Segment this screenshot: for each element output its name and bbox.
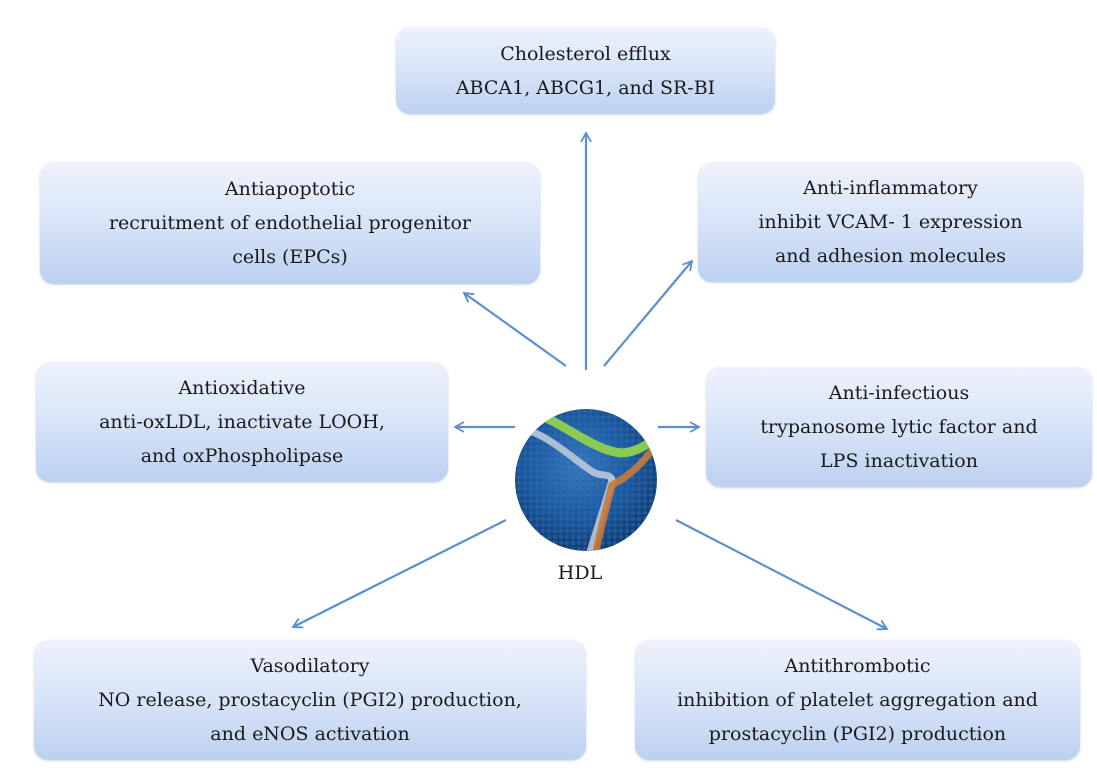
arrow-to-antithrombotic — [675, 519, 889, 631]
arrow-to-anti-inflammatory — [603, 259, 694, 367]
antioxidative-title: Antioxidative — [178, 377, 306, 399]
anti-infectious-box: Anti-infectious trypanosome lytic factor… — [706, 367, 1092, 487]
cholesterol-efflux-box: Cholesterol efflux ABCA1, ABCG1, and SR-… — [396, 27, 775, 114]
antiapoptotic-detail-line-2: cells (EPCs) — [232, 246, 348, 268]
antiapoptotic-box: Antiapoptotic recruitment of endothelial… — [40, 162, 540, 284]
anti-inflammatory-detail-line-2: and adhesion molecules — [774, 245, 1006, 267]
antioxidative-detail-line-2: and oxPhospholipase — [140, 445, 344, 467]
anti-infectious-detail-line-2: LPS inactivation — [820, 450, 978, 472]
vasodilatory-box: Vasodilatory NO release, prostacyclin (P… — [34, 640, 586, 760]
anti-infectious-detail-line-1: trypanosome lytic factor and — [760, 416, 1038, 438]
antioxidative-box: Antioxidative anti-oxLDL, inactivate LOO… — [36, 362, 448, 482]
arrow-to-vasodilatory — [291, 519, 507, 629]
antioxidative-detail-line-1: anti-oxLDL, inactivate LOOH, — [99, 411, 385, 433]
antithrombotic-title: Antithrombotic — [784, 655, 931, 677]
vasodilatory-detail-line-2: and eNOS activation — [210, 723, 410, 745]
antithrombotic-detail-line-1: inhibition of platelet aggregation and — [677, 689, 1038, 711]
anti-inflammatory-box: Anti-inflammatory inhibit VCAM- 1 expres… — [698, 162, 1083, 282]
vasodilatory-detail-line-1: NO release, prostacyclin (PGI2) producti… — [98, 689, 522, 711]
antiapoptotic-title: Antiapoptotic — [224, 178, 356, 200]
arrow-to-antiapoptotic — [462, 291, 567, 367]
anti-infectious-title: Anti-infectious — [828, 382, 970, 404]
cholesterol-efflux-detail: ABCA1, ABCG1, and SR-BI — [455, 76, 716, 99]
vasodilatory-title: Vasodilatory — [250, 655, 370, 677]
hdl-particle-icon — [515, 409, 657, 551]
antithrombotic-box: Antithrombotic inhibition of platelet ag… — [635, 640, 1080, 760]
hdl-label: HDL — [557, 562, 603, 584]
antiapoptotic-detail-line-1: recruitment of endothelial progenitor — [108, 212, 472, 234]
antithrombotic-detail-line-2: prostacyclin (PGI2) production — [708, 723, 1007, 745]
cholesterol-efflux-title: Cholesterol efflux — [500, 42, 671, 65]
anti-inflammatory-title: Anti-inflammatory — [803, 177, 978, 199]
anti-inflammatory-detail-line-1: inhibit VCAM- 1 expression — [758, 211, 1023, 233]
